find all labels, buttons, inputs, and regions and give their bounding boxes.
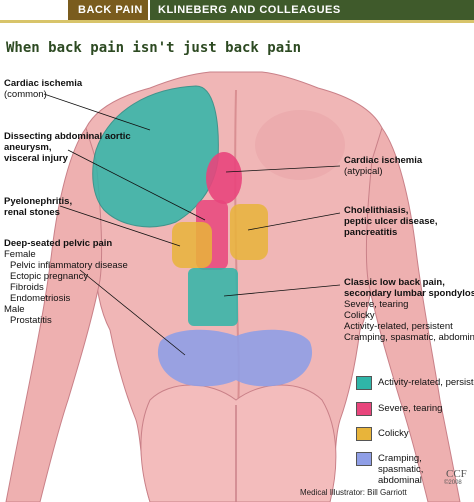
label-pelvic-female-item: Ectopic pregnancy — [10, 271, 89, 282]
label-chole-line2: peptic ulcer disease, — [344, 216, 438, 227]
right-scapula-shade — [255, 110, 345, 180]
legend-swatch-amber — [356, 427, 372, 441]
header-divider — [148, 0, 150, 20]
legend-label: Cramping, spasmatic, abdominal — [378, 453, 424, 486]
label-cardiac-atypical-detail: (atypical) — [344, 166, 383, 177]
region-chole — [230, 204, 268, 260]
legend-label: Activity-related, persistent — [378, 377, 474, 388]
leader-dissecting — [67, 149, 206, 221]
label-cardiac-common-detail: (common) — [4, 89, 47, 100]
label-pelvic-male: Male — [4, 304, 25, 315]
label-classic-item: Colicky — [344, 310, 375, 321]
label-pelvic-male-item: Prostatitis — [10, 315, 52, 326]
label-classic: Classic low back pain, secondary lumbar … — [344, 277, 474, 343]
illustrator-credit: Medical Illustrator: Bill Garriott — [300, 488, 407, 497]
leader-pyelo — [59, 205, 181, 247]
header-bar: BACK PAIN KLINEBERG AND COLLEAGUES — [0, 0, 474, 20]
region-low-back — [188, 268, 238, 326]
label-dissecting: Dissecting abdominal aortic aneurysm, vi… — [4, 131, 131, 164]
label-dissecting-line1: Dissecting abdominal aortic — [4, 131, 131, 142]
label-cardiac-atypical-title: Cardiac ischemia — [344, 155, 423, 166]
label-cardiac-common-title: Cardiac ischemia — [4, 78, 83, 89]
label-classic-line2: secondary lumbar spondylosis — [344, 288, 474, 299]
back-illustration — [5, 71, 461, 502]
label-pelvic-title: Deep-seated pelvic pain — [4, 238, 113, 249]
label-cardiac-common: Cardiac ischemia (common) — [4, 78, 82, 100]
label-pelvic-female: Female — [4, 249, 36, 260]
region-pelvic — [157, 329, 313, 387]
region-cardiac-atypical — [206, 152, 242, 204]
label-classic-item: Activity-related, persistent — [344, 321, 453, 332]
label-pyelo-line1: Pyelonephritis, — [4, 196, 73, 207]
label-pyelo: Pyelonephritis, renal stones — [4, 196, 72, 218]
page-title: When back pain isn't just back pain — [6, 40, 302, 56]
label-pelvic-female-item: Endometriosis — [10, 293, 71, 304]
section-label: BACK PAIN — [68, 0, 148, 20]
legend-swatch-teal — [356, 376, 372, 390]
legend-swatch-pink — [356, 402, 372, 416]
label-chole: Cholelithiasis, peptic ulcer disease, pa… — [344, 205, 437, 238]
legend-label: Colicky — [378, 428, 409, 439]
label-cardiac-atypical: Cardiac ischemia (atypical) — [344, 155, 422, 177]
label-dissecting-line3: visceral injury — [4, 153, 68, 164]
right-arm — [365, 126, 461, 502]
label-pyelo-line2: renal stones — [4, 207, 60, 218]
label-pelvic: Deep-seated pelvic pain Female Pelvic in… — [4, 238, 128, 326]
leader-cardiac-common — [43, 93, 151, 131]
authors-label: KLINEBERG AND COLLEAGUES — [150, 0, 474, 20]
label-chole-line1: Cholelithiasis, — [344, 205, 409, 216]
leader-chole — [247, 212, 341, 231]
ccf-logo-year: ©2008 — [444, 480, 462, 486]
region-pyelo — [172, 222, 212, 268]
label-pelvic-female-item: Fibroids — [10, 282, 44, 293]
label-classic-item: Severe, tearing — [344, 299, 409, 310]
label-classic-line1: Classic low back pain, — [344, 277, 445, 288]
label-classic-item: Cramping, spasmatic, abdominal — [344, 332, 474, 343]
gluteal-area — [140, 384, 337, 502]
legend-swatch-periwinkle — [356, 452, 372, 466]
legend-label: Severe, tearing — [378, 403, 443, 414]
label-chole-line3: pancreatitis — [344, 227, 398, 238]
label-dissecting-line2: aneurysm, — [4, 142, 52, 153]
leader-cardiac-atypical — [225, 165, 341, 173]
left-arm — [5, 126, 103, 502]
label-pelvic-female-item: Pelvic inflammatory disease — [10, 260, 128, 271]
leader-classic — [223, 284, 341, 297]
ccf-logo: CCF — [446, 468, 467, 480]
leader-pelvic — [79, 269, 186, 356]
header-accent-strip — [0, 20, 474, 23]
